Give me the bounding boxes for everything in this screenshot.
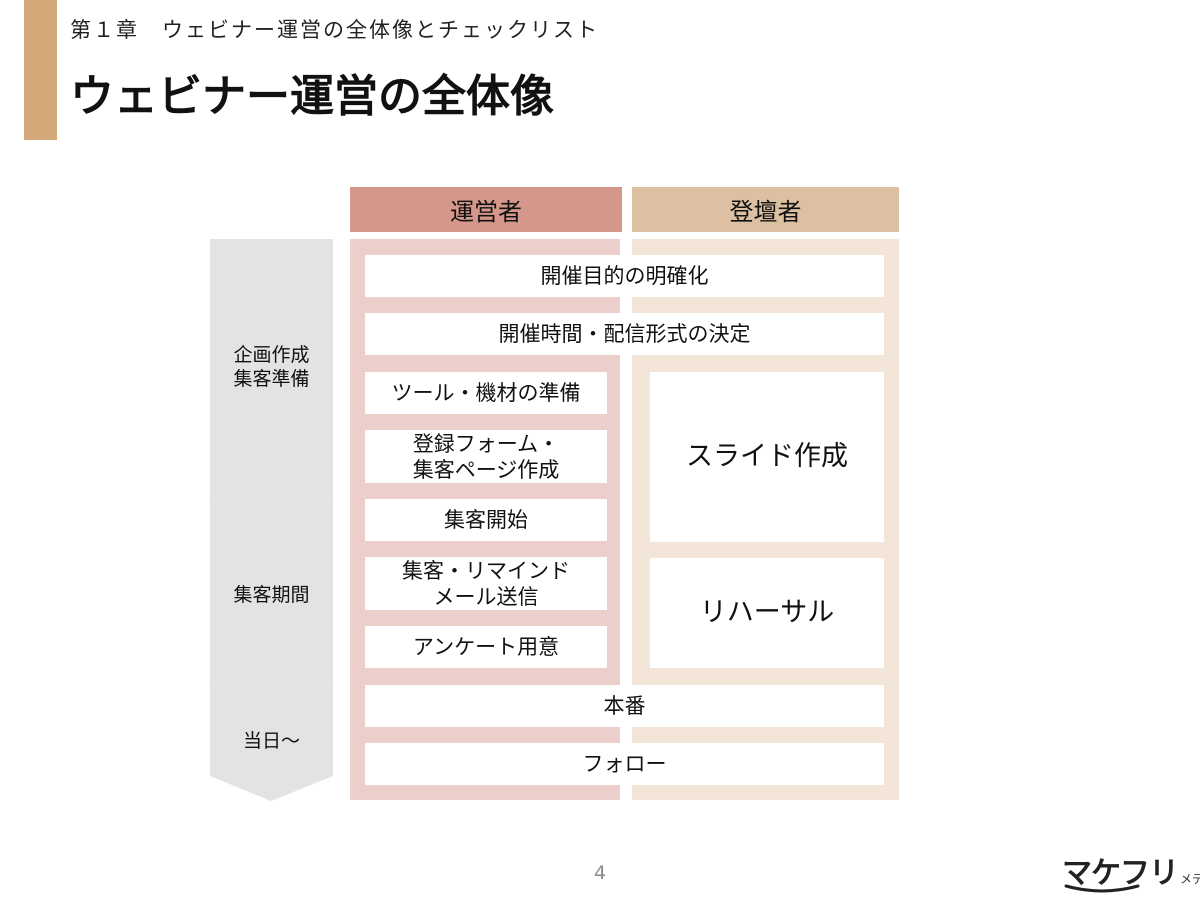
column-header-speaker: 登壇者 [632,187,899,232]
task-follow: フォロー [365,743,884,785]
task-live: 本番 [365,685,884,727]
page-number: 4 [593,862,607,884]
phase-label-planning: 企画作成 集客準備 [233,344,310,390]
task-remind-mail: 集客・リマインド メール送信 [365,557,607,610]
task-survey: アンケート用意 [365,626,607,668]
column-header-organizer: 運営者 [350,187,622,232]
phase-arrow-promotion [210,496,333,708]
task-start-promo: 集客開始 [365,499,607,541]
phase-label-promotion: 集客期間 [233,584,310,606]
logo-main-text: マケフリ [1062,856,1179,891]
logo-sub-text: メディア [1180,872,1200,886]
chapter-heading: 第１章 ウェビナー運営の全体像とチェックリスト [70,18,599,42]
task-tools: ツール・機材の準備 [365,372,607,414]
phase-arrow-event-day [210,683,333,801]
task-rehearsal: リハーサル [650,558,884,668]
brand-logo: マケフリメディア [1062,848,1200,893]
task-slides: スライド作成 [650,372,884,542]
phase-arrow-planning [210,239,333,521]
task-schedule-format: 開催時間・配信形式の決定 [365,313,884,355]
task-registration: 登録フォーム・ 集客ページ作成 [365,430,607,483]
page-title: ウェビナー運営の全体像 [70,71,554,122]
accent-bar [24,0,57,140]
logo-smile-icon [1064,884,1140,893]
phase-label-event-day: 当日〜 [242,730,300,752]
task-purpose: 開催目的の明確化 [365,255,884,297]
